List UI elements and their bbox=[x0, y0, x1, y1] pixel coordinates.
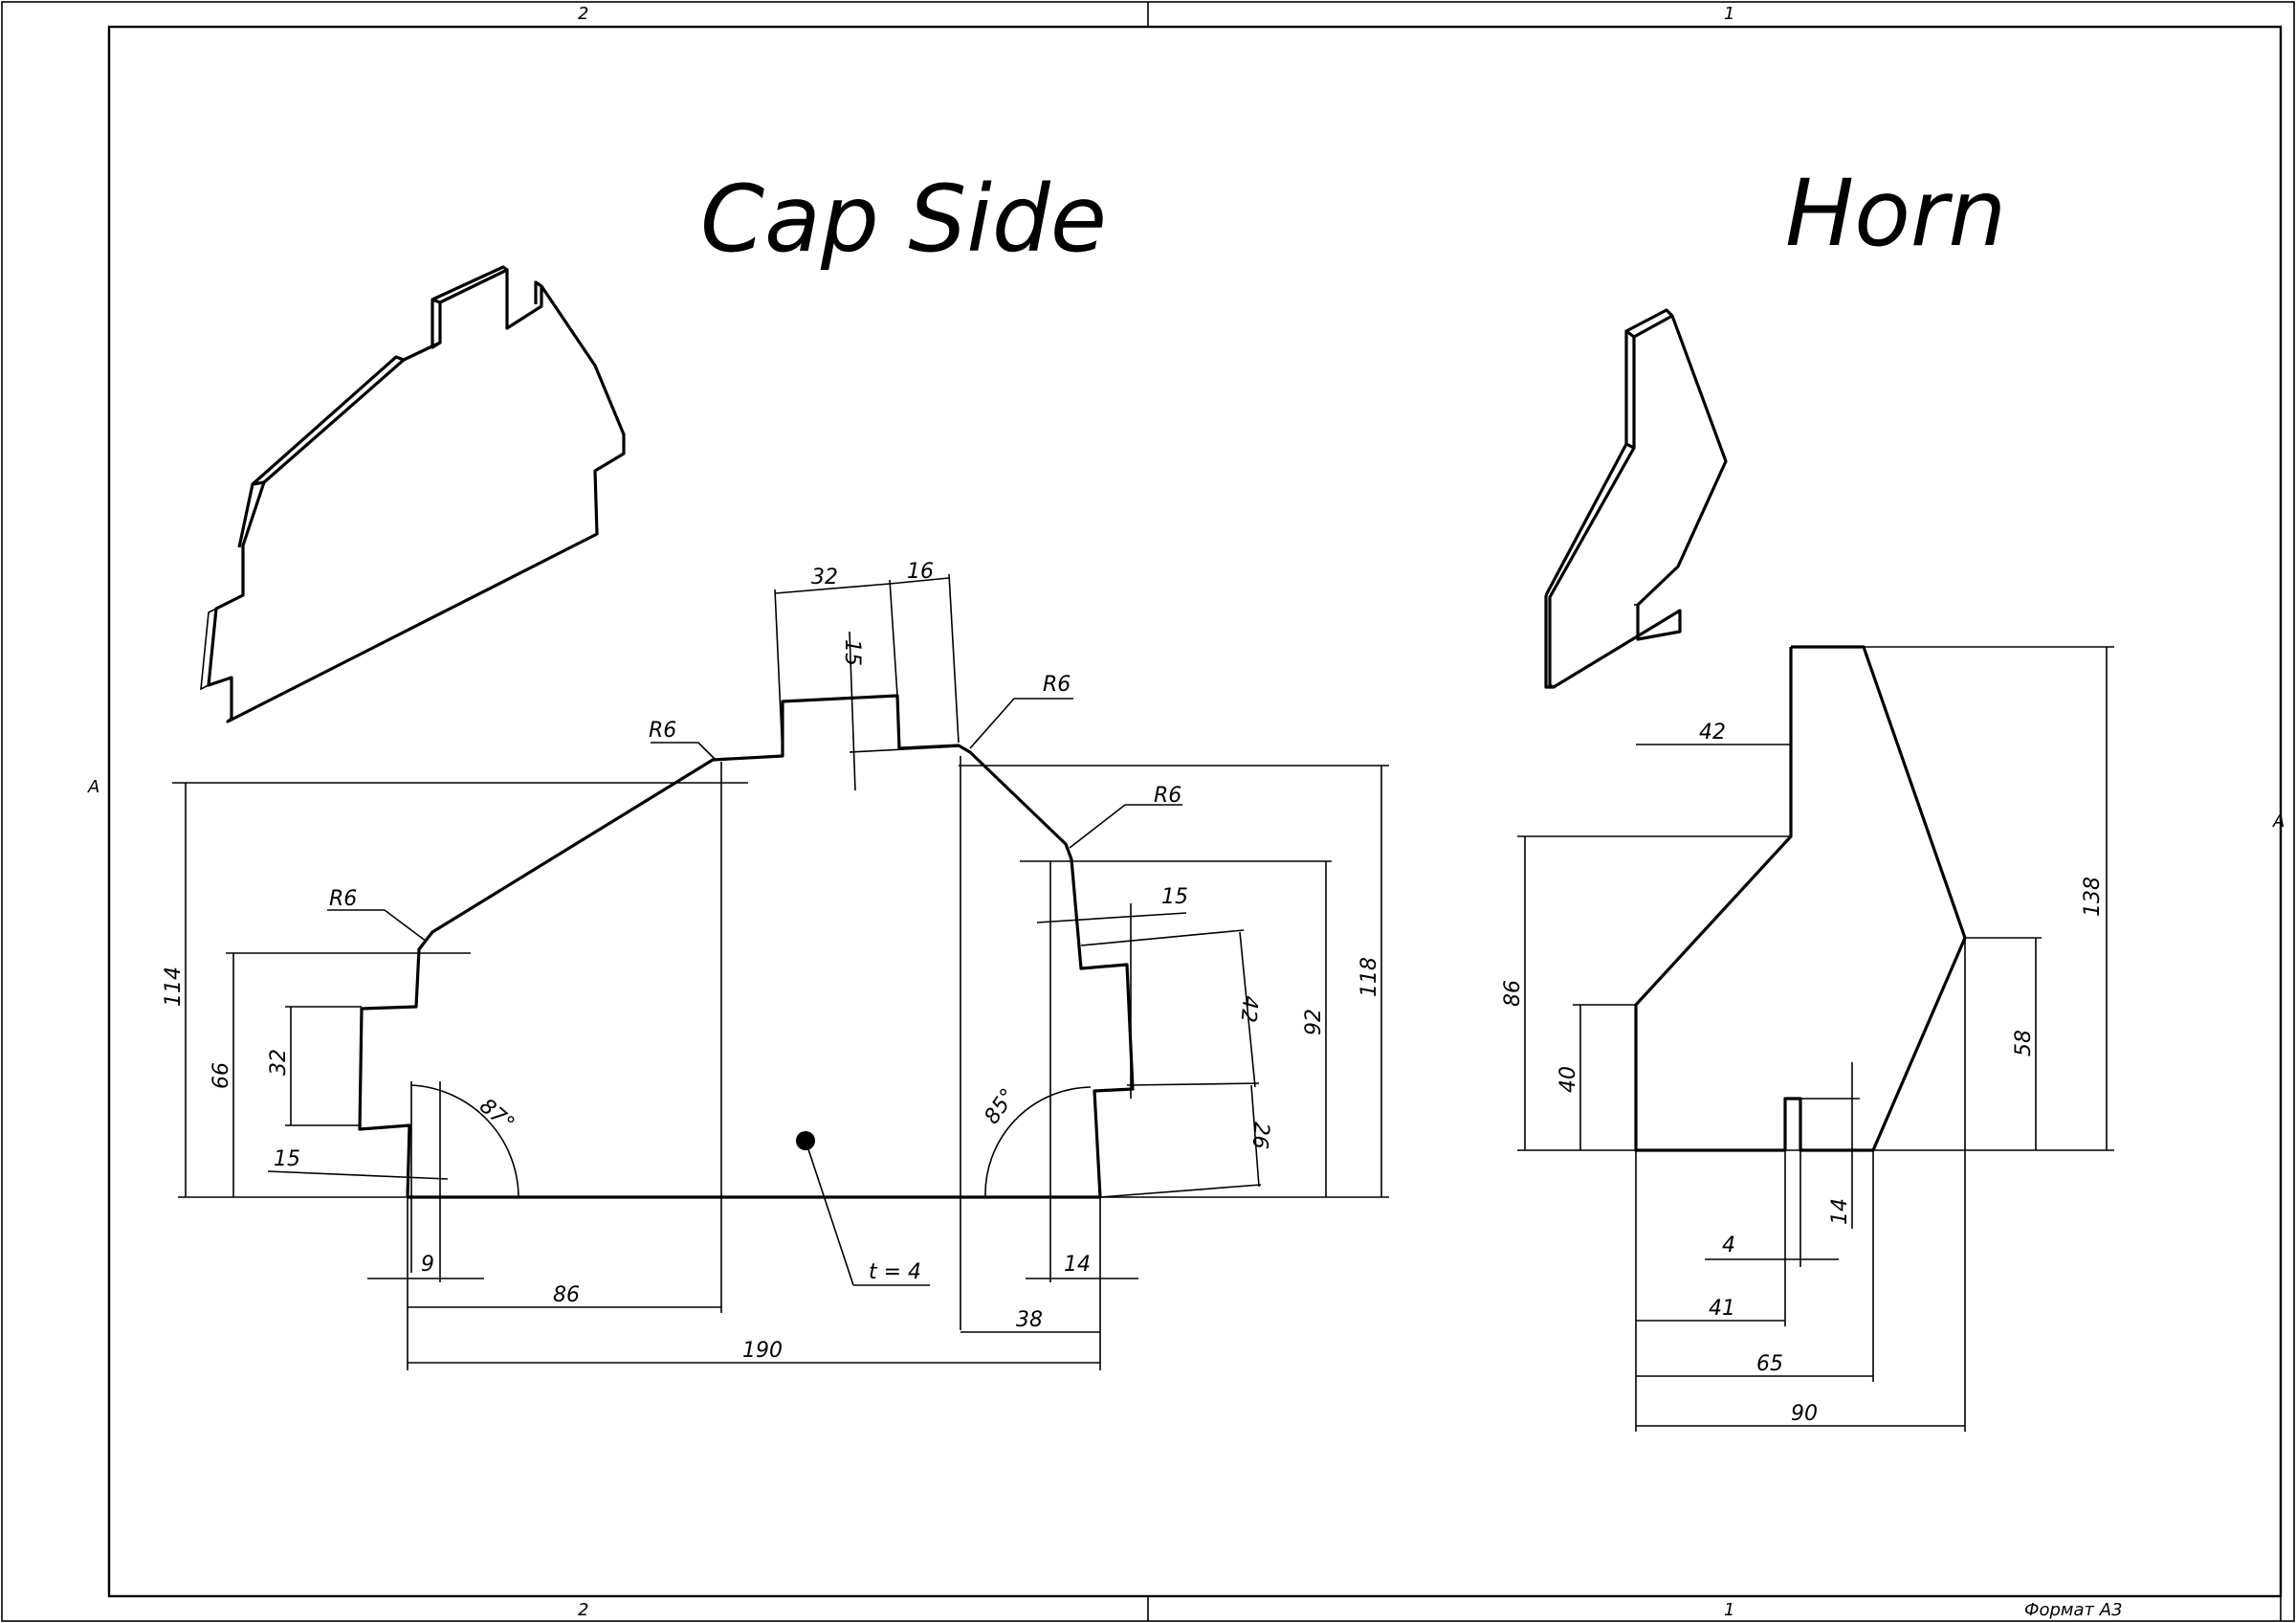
horn-dim-65: 65 bbox=[1756, 1352, 1783, 1376]
cap-angle-85: 85° bbox=[980, 1084, 1021, 1128]
cap-dim-190: 190 bbox=[742, 1339, 783, 1363]
cap-r6-left-top: R6 bbox=[649, 719, 676, 743]
zone-label-top-left: 2 bbox=[578, 4, 588, 24]
format-label: Формат А3 bbox=[2024, 1600, 2123, 1620]
cap-side-outline: t = 4 bbox=[358, 694, 1135, 1286]
cap-dim-42: 42 bbox=[1236, 994, 1262, 1023]
zone-label-right: A bbox=[2272, 812, 2285, 832]
cap-angle-87: 87° bbox=[475, 1094, 519, 1136]
cap-dim-16: 16 bbox=[907, 560, 934, 584]
cap-dim-66: 66 bbox=[210, 1062, 233, 1089]
zone-label-bottom-left: 2 bbox=[578, 1600, 588, 1620]
cap-side-isometric-view bbox=[200, 265, 626, 723]
cap-dim-114: 114 bbox=[162, 967, 186, 1007]
cap-r6-right-top: R6 bbox=[1043, 673, 1071, 697]
horn-dim-90: 90 bbox=[1791, 1402, 1818, 1426]
cap-dim-38: 38 bbox=[1016, 1308, 1043, 1332]
horn-dimensions: 42 86 40 138 58 14 4 41 65 bbox=[1501, 646, 2114, 1432]
cap-dim-14: 14 bbox=[1064, 1253, 1091, 1277]
cap-dim-9: 9 bbox=[421, 1253, 434, 1277]
horn-dim-58: 58 bbox=[2012, 1030, 2036, 1056]
zone-label-left: A bbox=[87, 777, 99, 797]
horn-dim-14: 14 bbox=[1828, 1198, 1852, 1225]
horn-title: Horn bbox=[1785, 160, 2006, 267]
horn-dim-40: 40 bbox=[1556, 1066, 1580, 1093]
horn-dim-41: 41 bbox=[1709, 1297, 1735, 1321]
horn-outline bbox=[1634, 645, 1967, 1152]
cap-side-title: Cap Side bbox=[700, 166, 1107, 273]
cap-r6-left-mid: R6 bbox=[329, 887, 357, 911]
zone-label-bottom-right: 1 bbox=[1724, 1600, 1734, 1620]
cap-side-thickness-label: t = 4 bbox=[869, 1260, 921, 1284]
cap-dim-92: 92 bbox=[1302, 1009, 1326, 1035]
cap-dim-118: 118 bbox=[1358, 957, 1381, 997]
cap-r6-right-mid: R6 bbox=[1154, 784, 1181, 808]
horn-isometric-view bbox=[1544, 308, 1728, 689]
horn-dim-4: 4 bbox=[1722, 1234, 1735, 1257]
cap-dim-15-top: 15 bbox=[840, 639, 864, 666]
horn-dim-86: 86 bbox=[1501, 980, 1525, 1007]
horn-dim-138: 138 bbox=[2081, 877, 2105, 917]
cap-dim-32-top: 32 bbox=[811, 566, 838, 589]
cap-dim-15-right: 15 bbox=[1161, 885, 1188, 909]
cap-dim-15-left: 15 bbox=[274, 1147, 300, 1171]
cap-dim-86: 86 bbox=[553, 1283, 580, 1307]
cap-side-dimensions: 32 16 15 R6 R6 R6 R6 114 66 32 15 87° bbox=[162, 560, 1389, 1370]
zone-label-top-right: 1 bbox=[1724, 4, 1734, 24]
horn-dim-42: 42 bbox=[1699, 721, 1726, 745]
cap-dim-26: 26 bbox=[1247, 1121, 1273, 1149]
cap-dim-32-left: 32 bbox=[267, 1049, 291, 1076]
